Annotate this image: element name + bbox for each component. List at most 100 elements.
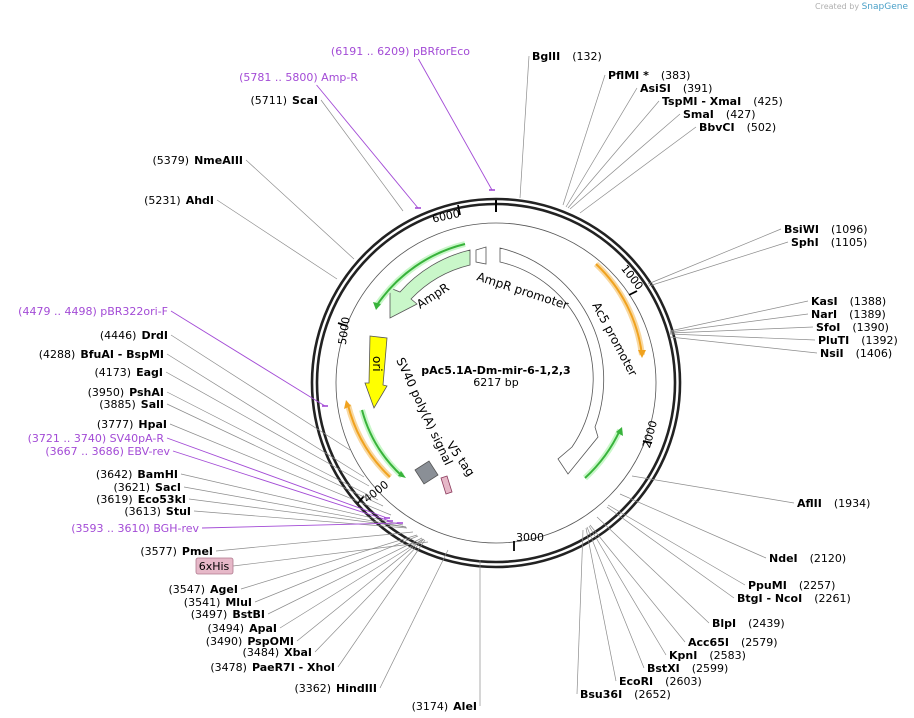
primer-label: (6191 .. 6209) pBRforEco: [331, 45, 470, 58]
enzyme-leader-line: [169, 423, 392, 516]
enzyme-name: AsiSI: [640, 82, 671, 95]
snapgene-logo: SnapGene: [861, 2, 908, 12]
enzyme-site: BglII(132): [532, 50, 602, 63]
enzyme-name: Eco53kI: [138, 493, 186, 506]
enzyme-position: (5711): [250, 94, 287, 107]
enzyme-name: NmeAIII: [194, 154, 243, 167]
enzyme-position: (1390): [852, 321, 889, 334]
enzyme-position: (1388): [850, 295, 887, 308]
enzyme-leader-line: [379, 549, 449, 689]
enzyme-leader-line: [606, 506, 735, 599]
enzyme-site: SacI(3621): [113, 481, 181, 494]
enzyme-site: SphI(1105): [791, 236, 867, 249]
enzyme-position: (4288): [39, 348, 76, 361]
enzyme-position: (2261): [814, 592, 851, 605]
enzyme-name: BamHI: [137, 468, 178, 481]
enzyme-leader-line: [245, 159, 355, 260]
enzyme-site: BamHI (3642): [96, 468, 178, 481]
enzyme-site: StuI(3613): [124, 505, 191, 518]
enzyme-position: (1406): [856, 347, 893, 360]
enzyme-leader-line: [296, 538, 424, 642]
enzyme-site: PluTI(1392): [818, 334, 898, 347]
enzyme-leader-line: [589, 524, 686, 643]
orf-arc-orange-left: [345, 404, 393, 480]
enzyme-leader-line: [216, 199, 338, 280]
primer-label: (5781 .. 5800) Amp-R: [239, 71, 358, 84]
enzyme-leader-line: [183, 486, 407, 528]
enzyme-position: (2603): [665, 675, 702, 688]
enzyme-leader-line: [170, 334, 351, 451]
enzyme-position: (2583): [709, 649, 746, 662]
enzyme-site: AleI(3174): [412, 700, 477, 713]
enzyme-name: HpaI: [138, 418, 167, 431]
enzyme-leader-line: [337, 539, 426, 668]
tick-label-6000: 6000: [431, 207, 461, 226]
enzyme-site: ApaI (3494): [208, 622, 277, 635]
enzyme-site: PmeI(3577): [140, 545, 213, 558]
enzyme-site: EagI(4173): [95, 366, 163, 379]
enzyme-name: BfuAI - BspMI: [80, 348, 164, 361]
enzyme-position: (4173): [95, 366, 132, 379]
enzyme-leader-line: [320, 99, 404, 212]
enzyme-site: Acc65I(2579): [688, 636, 778, 649]
enzyme-name: SfoI: [816, 321, 840, 334]
enzyme-site: NarI(1389): [811, 308, 886, 321]
enzyme-site: MluI(3541): [184, 596, 252, 609]
enzyme-position: (3484): [243, 646, 280, 659]
enzyme-name: ApaI: [249, 622, 277, 635]
enzyme-site: Eco53kI(3619): [96, 493, 186, 506]
enzyme-leader-line: [166, 353, 365, 478]
enzyme-leader-line: [669, 336, 818, 354]
enzyme-position: (3362): [294, 682, 331, 695]
tick-label-5000: 5000: [336, 316, 353, 346]
enzyme-position: (2257): [799, 579, 836, 592]
sv40-polya-box: [414, 460, 439, 485]
credit: Created by SnapGene: [815, 2, 908, 12]
primer-leader-line: [172, 450, 391, 522]
enzyme-position: (1389): [849, 308, 886, 321]
primer-site: (3667 .. 3686) EBV-rev: [45, 445, 170, 458]
enzyme-position: (3885): [99, 398, 136, 411]
enzyme-position: (3642): [96, 468, 133, 481]
enzyme-name: BbvCI: [699, 121, 735, 134]
primer-leader-line: [316, 84, 419, 209]
enzyme-name: EcoRI: [619, 675, 653, 688]
primer-site: (5781 .. 5800) Amp-R: [239, 71, 358, 84]
enzyme-leader-line: [588, 525, 667, 656]
his-tag-box: [195, 557, 234, 575]
enzyme-site: KasI(1388): [811, 295, 886, 308]
enzyme-name: PluTI: [818, 334, 849, 347]
enzyme-position: (2652): [634, 688, 671, 701]
enzyme-leader-line: [166, 403, 384, 507]
enzyme-name: Acc65I: [688, 636, 729, 649]
ac5-promoter-arrow: [499, 247, 605, 475]
enzyme-leader-line: [576, 529, 584, 695]
enzyme-site: BsiWI(1096): [784, 223, 868, 236]
primer-leader-line: [170, 310, 326, 407]
enzyme-leader-line: [579, 126, 697, 214]
enzyme-leader-line: [585, 527, 617, 682]
enzyme-site: AgeI(3547): [168, 583, 238, 596]
enzyme-name: BtgI - NcoI: [737, 592, 802, 605]
enzyme-name: NsiI: [820, 347, 844, 360]
enzyme-name: AleI: [453, 700, 477, 713]
enzyme-leader-line: [240, 534, 418, 590]
enzyme-site: Bsu36I(2652): [580, 688, 671, 701]
orf-arrowhead-green-top: [373, 302, 381, 310]
enzyme-site: AsiSI(391): [640, 82, 712, 95]
enzyme-position: (425): [753, 95, 783, 108]
enzyme-position: (2439): [748, 617, 785, 630]
enzyme-position: (3494): [208, 622, 245, 635]
enzyme-name: AflII: [797, 497, 822, 510]
primer-label: (3667 .. 3686) EBV-rev: [45, 445, 170, 458]
enzyme-position: (1105): [831, 236, 868, 249]
enzyme-leader-line: [165, 371, 370, 487]
enzyme-position: (3541): [184, 596, 221, 609]
enzyme-site: DrdI(4446): [100, 329, 168, 342]
enzyme-name: PshAI: [129, 386, 164, 399]
enzyme-leader-line: [631, 475, 795, 504]
tick-label-3000: 3000: [516, 531, 544, 544]
enzyme-name: XbaI: [284, 646, 312, 659]
enzyme-site: BtgI - NcoI (2261): [737, 592, 851, 605]
enzyme-leader-line: [669, 313, 809, 333]
